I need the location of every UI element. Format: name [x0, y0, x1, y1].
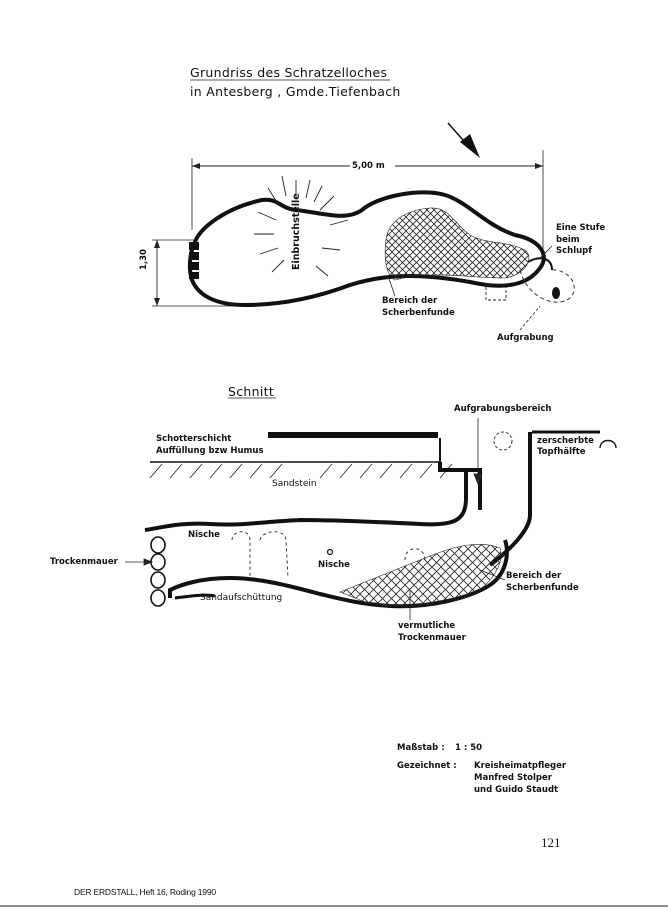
plan-drywall — [189, 242, 199, 279]
cave-plan-outline — [187, 190, 546, 308]
north-arrow-icon — [447, 122, 480, 158]
label-aufgrabung: Aufgrabung — [497, 333, 554, 343]
label-stufe-2: beim — [556, 235, 580, 245]
footer-source: DER ERDSTALL, Heft 16, Roding 1990 — [74, 887, 216, 897]
section-surface — [150, 430, 600, 463]
label-plan-finds-1: Bereich der — [382, 296, 438, 306]
label-vermutliche-2: Trockenmauer — [398, 633, 466, 643]
dimension-width-label: 5,00 m — [352, 161, 385, 171]
cave-section-lower — [168, 539, 509, 609]
label-stufe-3: Schlupf — [556, 246, 592, 256]
section-drywall-stones — [150, 536, 166, 607]
label-nische-left: Nische — [188, 530, 220, 540]
plan-title-line1: Grundriss des Schratzelloches — [190, 65, 388, 80]
breakin-marks — [254, 175, 349, 277]
label-nische-center: Nische — [318, 560, 350, 570]
label-trockenmauer: Trockenmauer — [50, 557, 118, 567]
label-schotterschicht: Schotterschicht — [156, 434, 232, 444]
dimension-height-label: 1,30 — [139, 249, 149, 270]
dimension-height-line — [152, 239, 240, 307]
drawn-label: Gezeichnet : — [397, 761, 457, 771]
label-stufe-1: Eine Stufe — [556, 223, 606, 233]
drawn-by-1: Kreisheimatpfleger — [474, 761, 567, 771]
page-number: 121 — [541, 835, 561, 850]
section-ground-hatch — [149, 463, 453, 479]
dimension-width-line — [191, 150, 544, 260]
drawn-by-3: und Guido Staudt — [474, 785, 559, 795]
drawn-by-2: Manfred Stolper — [474, 773, 552, 783]
label-zerscherbte-1: zerscherbte — [537, 436, 594, 446]
section-title: Schnitt — [228, 384, 275, 399]
label-section-finds-2: Scherbenfunde — [506, 583, 579, 593]
plan-title-line2: in Antesberg , Gmde.Tiefenbach — [190, 84, 401, 99]
label-vermutliche-1: vermutliche — [398, 621, 456, 631]
section-niche-dashed — [231, 531, 426, 579]
leader-aufgrabung — [519, 305, 541, 331]
label-auffuellung: Auffüllung bzw Humus — [156, 446, 264, 456]
label-sandstein: Sandstein — [272, 479, 317, 489]
label-einbruchstelle: Einbruchstelle — [291, 193, 302, 270]
nische-marker-icon — [326, 548, 334, 556]
section-leaders — [125, 418, 506, 620]
label-zerscherbte-2: Topfhälfte — [537, 447, 586, 457]
cave-section-upper — [144, 462, 468, 532]
label-sandaufschuettung: Sandaufschüttung — [200, 593, 283, 603]
section-finds-area — [339, 543, 502, 607]
excavation-circle — [493, 431, 513, 451]
leader-plan-finds — [387, 275, 396, 297]
cave-section-floor — [174, 593, 216, 600]
label-plan-finds-2: Scherbenfunde — [382, 308, 455, 318]
plan-schlupf — [485, 257, 575, 303]
plan-finds-area — [384, 207, 530, 281]
scale-value: 1 : 50 — [455, 743, 483, 753]
label-section-finds-1: Bereich der — [506, 571, 562, 581]
scale-label: Maßstab : — [397, 743, 445, 753]
label-aufgrabungsbereich: Aufgrabungsbereich — [454, 404, 552, 414]
pot-icon — [599, 439, 617, 449]
leader-stufe — [539, 245, 553, 259]
